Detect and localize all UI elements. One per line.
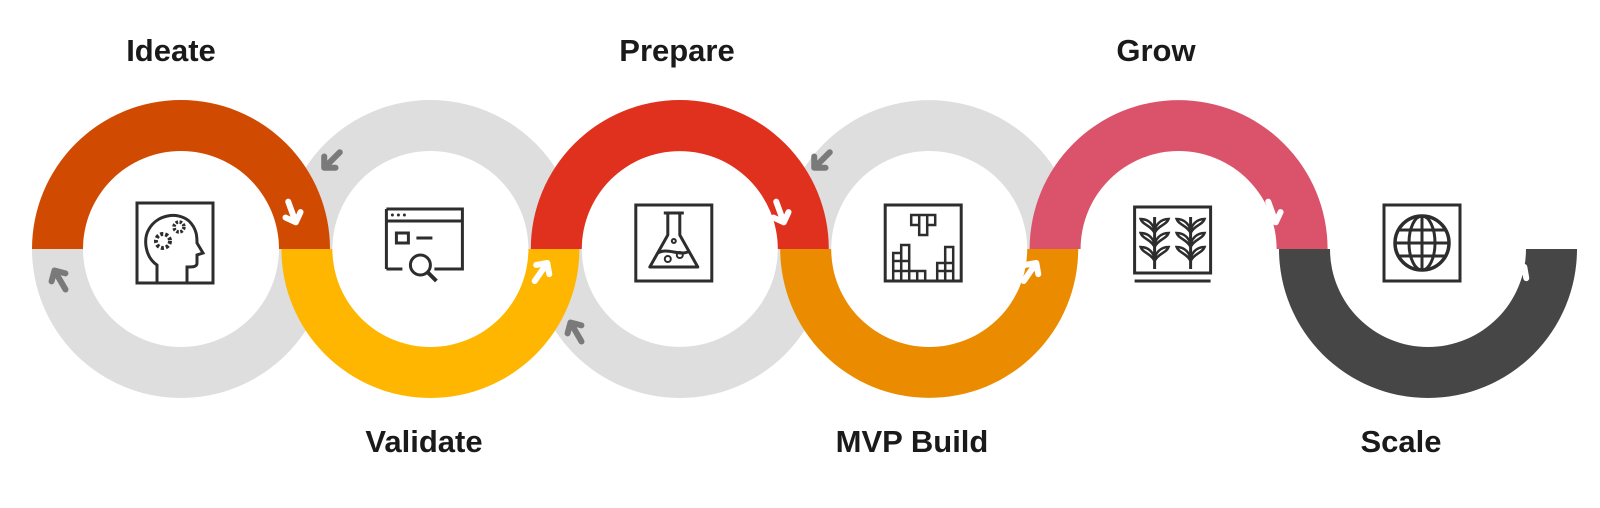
- color-rings: [32, 99, 1577, 398]
- flow-arrow-icon: [770, 198, 792, 226]
- flow-arrow-icon: [1508, 263, 1530, 289]
- stage-label-grow: Grow: [1116, 33, 1196, 68]
- gray-ring-ideate: [32, 249, 330, 398]
- gray-ring-prepare: [530, 249, 829, 398]
- flow-arrow-icon: [321, 149, 343, 171]
- browser-search-icon: [384, 207, 464, 283]
- ring-validate: [281, 249, 580, 398]
- stage-label-validate: Validate: [365, 424, 482, 459]
- icons: [135, 201, 1462, 285]
- stage-label-mvp-build: MVP Build: [836, 424, 989, 459]
- stage-label-prepare: Prepare: [619, 33, 734, 68]
- ring-ideate: [32, 100, 330, 249]
- flow-arrow-icon: [564, 319, 585, 345]
- ring-scale: [1279, 249, 1577, 398]
- gray-rings: [32, 99, 1079, 398]
- plants-icon: [1133, 205, 1213, 283]
- stage-label-scale: Scale: [1360, 424, 1441, 459]
- flask-icon: [634, 203, 714, 283]
- arrows: [48, 149, 1530, 345]
- flow-arrow-icon: [1020, 259, 1042, 285]
- blocks-icon: [883, 203, 963, 283]
- ring-prepare: [530, 99, 829, 249]
- flow-arrow-icon: [282, 198, 304, 226]
- stage-label-ideate: Ideate: [126, 33, 216, 68]
- flow-arrow-icon: [1262, 198, 1284, 226]
- globe-icon: [1382, 203, 1462, 283]
- ring-grow: [1029, 100, 1328, 249]
- gray-ring-mvp-build: [780, 100, 1079, 249]
- flow-arrow-icon: [811, 149, 833, 171]
- flow-arrow-icon: [48, 267, 69, 293]
- gray-ring-validate: [281, 99, 580, 249]
- head-gears-icon: [135, 201, 215, 285]
- ring-mvp-build: [780, 249, 1079, 398]
- flow-arrow-icon: [531, 259, 553, 285]
